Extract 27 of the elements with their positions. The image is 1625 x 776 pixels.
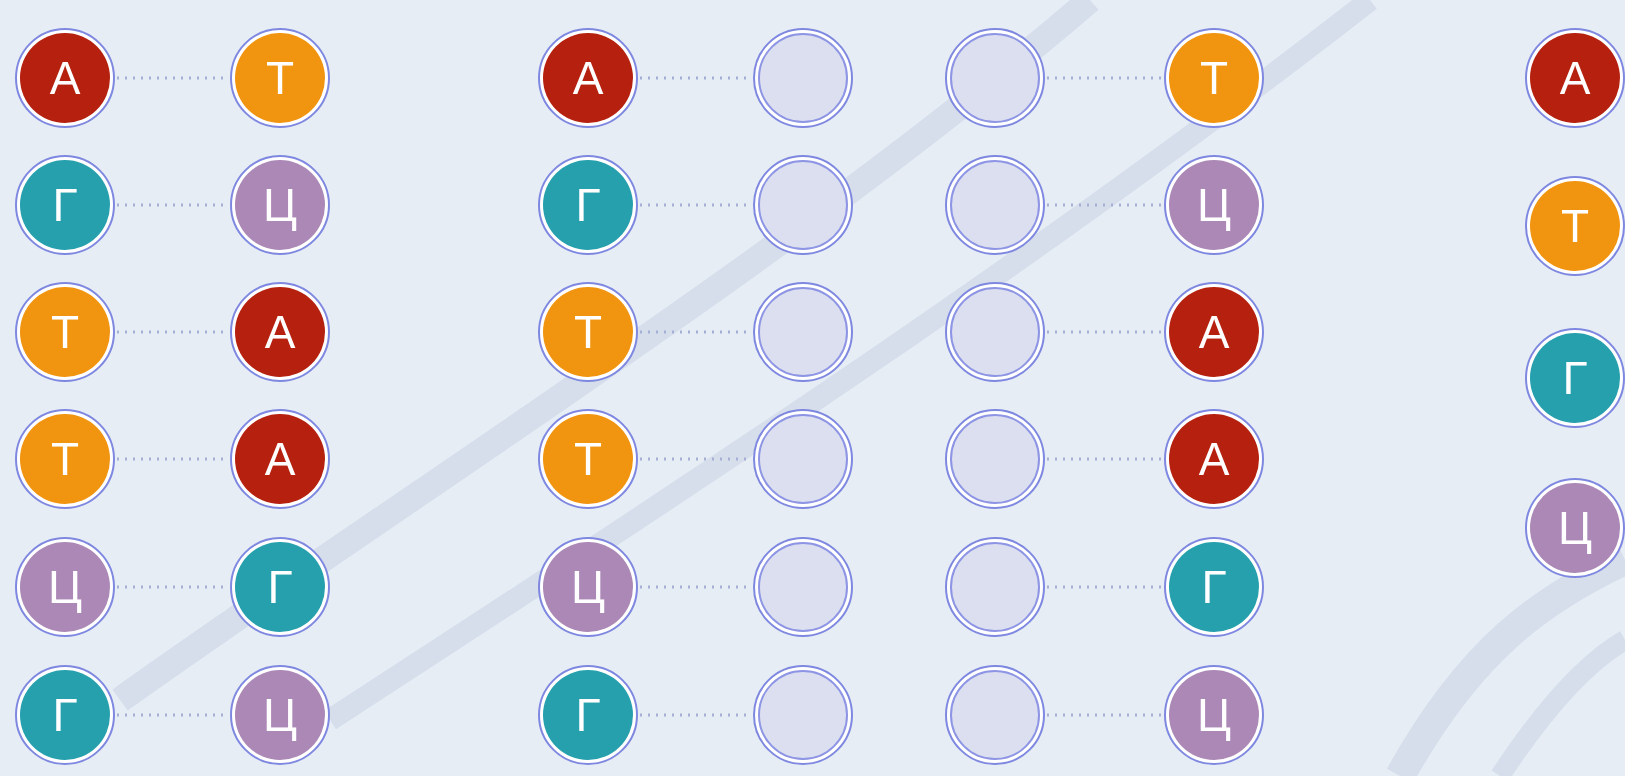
base-letter: Г bbox=[52, 182, 78, 228]
base-letter: Г bbox=[267, 564, 293, 610]
base-letter: А bbox=[264, 436, 296, 482]
dotted-line bbox=[1047, 76, 1162, 80]
base-letter: А bbox=[264, 309, 296, 355]
base-letter: Т bbox=[573, 436, 603, 482]
base-letter: Г bbox=[1201, 564, 1227, 610]
base-letter: Т bbox=[50, 309, 80, 355]
base-letter: Т bbox=[1560, 203, 1590, 249]
base-letter: Г bbox=[1562, 355, 1588, 401]
base-letter: Т bbox=[50, 436, 80, 482]
base-letter: А bbox=[1198, 436, 1230, 482]
base-letter: Т bbox=[265, 55, 295, 101]
base-letter: А bbox=[1198, 309, 1230, 355]
dotted-line bbox=[1047, 457, 1162, 461]
base-letter: Г bbox=[52, 692, 78, 738]
base-letter: Г bbox=[575, 692, 601, 738]
dotted-line bbox=[1047, 203, 1162, 207]
base-letter: Т bbox=[573, 309, 603, 355]
base-letter: А bbox=[572, 55, 604, 101]
base-letter: А bbox=[49, 55, 81, 101]
base-letter: Г bbox=[575, 182, 601, 228]
dotted-line bbox=[1047, 713, 1162, 717]
base-letter: Т bbox=[1199, 55, 1229, 101]
dotted-line bbox=[1047, 330, 1162, 334]
dotted-line bbox=[1047, 585, 1162, 589]
base-letter: А bbox=[1559, 55, 1591, 101]
